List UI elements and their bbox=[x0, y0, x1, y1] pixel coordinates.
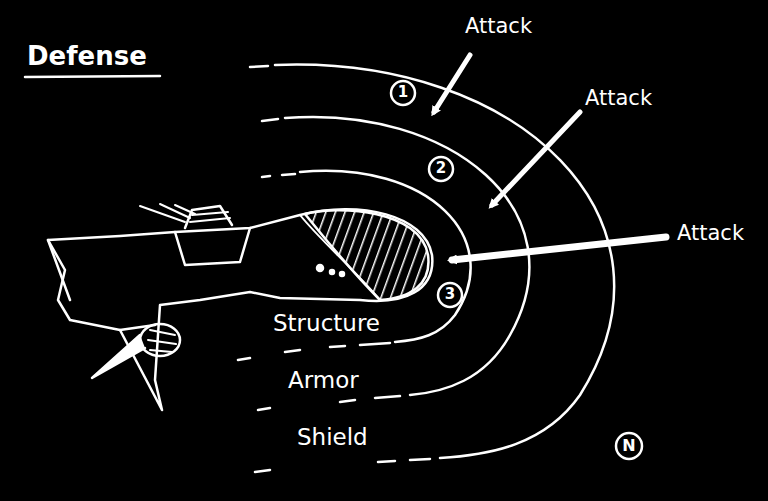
attack-label: Attack bbox=[674, 221, 747, 245]
attack-label: Attack bbox=[462, 14, 535, 38]
callout-number: 1 bbox=[398, 84, 408, 101]
layer-label: Shield bbox=[294, 424, 371, 450]
diagram-title: Defense bbox=[24, 42, 150, 72]
callout-number: 3 bbox=[445, 286, 455, 303]
attack-label: Attack bbox=[582, 86, 655, 110]
attack-arrows bbox=[434, 55, 666, 260]
callout-number: N bbox=[622, 437, 635, 455]
layer-label: Structure bbox=[270, 310, 383, 336]
spaceship bbox=[48, 204, 432, 410]
callout-number: 2 bbox=[436, 160, 446, 177]
title-underline bbox=[25, 76, 160, 77]
defense-layers bbox=[238, 65, 614, 472]
layer-label: Armor bbox=[285, 367, 362, 393]
